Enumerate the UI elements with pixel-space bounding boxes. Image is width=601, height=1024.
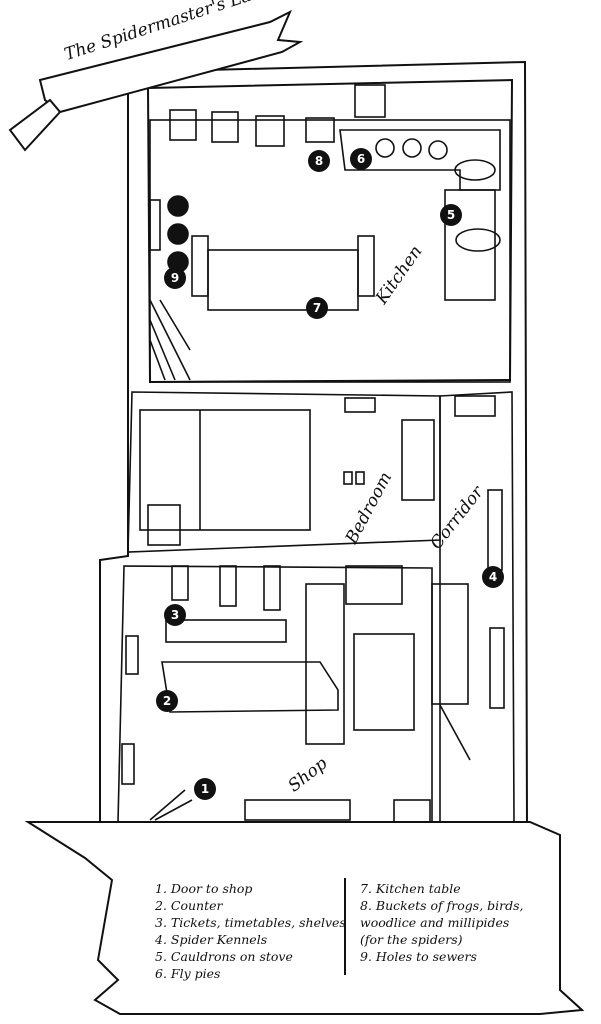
marker-2: 2 [156,690,178,712]
marker-7: 7 [306,297,328,319]
legend-left-column: 1. Door to shop 2. Counter 3. Tickets, t… [155,880,346,982]
legend-right-column: 7. Kitchen table 8. Buckets of frogs, bi… [360,880,524,965]
bedroom-room [127,391,441,553]
legend-item: woodlice and millipides [360,915,510,930]
legend-item: 1. Door to shop [155,881,253,896]
marker-6: 6 [350,148,372,170]
legend-scroll [24,821,585,1015]
marker-9: 9 [164,267,186,289]
legend-item: 5. Cauldrons on stove [155,949,293,964]
marker-3: 3 [164,604,186,626]
corridor-room [439,391,515,823]
marker-5: 5 [440,204,462,226]
legend-item: 9. Holes to sewers [360,949,477,964]
title-banner [8,9,304,152]
marker-8: 8 [308,150,330,172]
legend-item: (for the spiders) [360,932,463,947]
marker-4: 4 [482,566,504,588]
shop-room [117,565,469,823]
legend-item: 2. Counter [155,898,223,913]
legend-item: 4. Spider Kennels [155,932,268,947]
kitchen-room [149,84,511,383]
marker-1: 1 [194,778,216,800]
legend-item: 7. Kitchen table [360,881,461,896]
legend-item: 3. Tickets, timetables, shelves [155,915,346,930]
legend-item: 6. Fly pies [155,966,221,981]
legend-item: 8. Buckets of frogs, birds, [360,898,524,913]
